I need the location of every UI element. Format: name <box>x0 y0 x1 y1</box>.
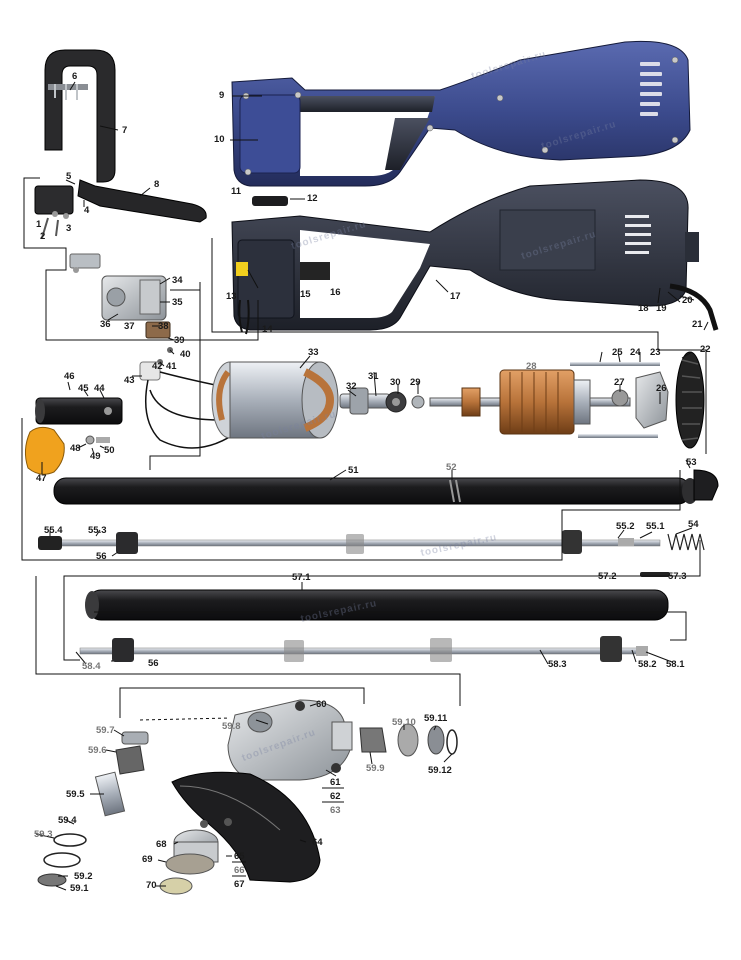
part-label-60: 60 <box>316 699 327 710</box>
part-label-59-2: 59.2 <box>74 871 93 882</box>
part-label-13: 13 <box>226 291 237 302</box>
part-label-45: 45 <box>78 383 89 394</box>
part-label-57-1: 57.1 <box>292 572 311 583</box>
part-label-3: 3 <box>66 223 72 234</box>
part-label-21: 21 <box>692 319 703 330</box>
part-label-23: 23 <box>650 347 661 358</box>
part-label-22: 22 <box>700 344 711 355</box>
part-label-24: 24 <box>630 347 641 358</box>
part-label-42: 42 <box>152 361 163 372</box>
part-label-55-4: 55.4 <box>44 525 63 536</box>
part-label-59-3: 59.3 <box>34 829 53 840</box>
part-label-19: 19 <box>656 303 667 314</box>
part-label-70: 70 <box>146 880 157 891</box>
part-label-68: 68 <box>156 839 167 850</box>
part-label-59-1: 59.1 <box>70 883 89 894</box>
part-label-59-6: 59.6 <box>88 745 107 756</box>
part-label-65: 65 <box>234 851 245 862</box>
part-label-8: 8 <box>154 179 160 190</box>
part-label-37: 37 <box>124 321 135 332</box>
part-label-57-3: 57.3 <box>668 571 687 582</box>
part-label-6: 6 <box>72 71 78 82</box>
part-label-28: 28 <box>526 361 537 372</box>
part-label-58-3: 58.3 <box>548 659 567 670</box>
part-label-36: 36 <box>100 319 111 330</box>
part-label-59-5: 59.5 <box>66 789 85 800</box>
part-label-67: 67 <box>234 879 245 890</box>
part-label-52: 52 <box>446 462 457 473</box>
part-label-1: 1 <box>36 219 42 230</box>
part-label-16: 16 <box>330 287 341 298</box>
part-label-34: 34 <box>172 275 183 286</box>
part-label-9: 9 <box>219 90 225 101</box>
part-label-41: 41 <box>166 361 177 372</box>
part-label-33: 33 <box>308 347 319 358</box>
leader-lines <box>21 81 709 891</box>
part-label-20: 20 <box>682 295 693 306</box>
part-label-26: 26 <box>656 383 667 394</box>
part-label-44: 44 <box>94 383 105 394</box>
part-label-46: 46 <box>64 371 75 382</box>
part-label-50: 50 <box>104 445 115 456</box>
part-label-47: 47 <box>36 473 47 484</box>
part-label-59-4: 59.4 <box>58 815 77 826</box>
part-label-39: 39 <box>174 335 185 346</box>
part-label-55-3: 55.3 <box>88 525 107 536</box>
part-label-59-10: 59.10 <box>392 717 416 728</box>
part-label-11: 11 <box>231 186 242 197</box>
part-label-59-9: 59.9 <box>366 763 385 774</box>
part-label-35: 35 <box>172 297 183 308</box>
part-label-57-2: 57.2 <box>598 571 617 582</box>
part-label-56-upper: 56 <box>96 551 107 562</box>
part-label-58-4: 58.4 <box>82 661 101 672</box>
part-label-56-lower: 56 <box>148 658 159 669</box>
part-label-59-7: 59.7 <box>96 725 115 736</box>
part-label-62: 62 <box>330 791 341 802</box>
part-label-5: 5 <box>66 171 72 182</box>
part-label-14: 14 <box>262 324 273 335</box>
part-label-66: 66 <box>234 865 245 876</box>
part-label-55-2: 55.2 <box>616 521 635 532</box>
part-label-58-2: 58.2 <box>638 659 657 670</box>
part-label-2: 2 <box>40 231 46 242</box>
part-label-43: 43 <box>124 375 135 386</box>
part-label-4: 4 <box>84 205 90 216</box>
part-label-17: 17 <box>450 291 461 302</box>
part-label-48: 48 <box>70 443 81 454</box>
part-label-12: 12 <box>307 193 318 204</box>
part-label-55-1: 55.1 <box>646 521 665 532</box>
part-label-59-12: 59.12 <box>428 765 452 776</box>
part-label-7: 7 <box>122 125 128 136</box>
part-label-40: 40 <box>180 349 191 360</box>
part-label-58-1: 58.1 <box>666 659 685 670</box>
part-label-27: 27 <box>614 377 625 388</box>
part-label-10: 10 <box>214 134 225 145</box>
part-label-64: 64 <box>312 837 323 848</box>
part-label-63: 63 <box>330 805 341 816</box>
part-label-38: 38 <box>158 321 169 332</box>
part-label-69: 69 <box>142 854 153 865</box>
part-label-54: 54 <box>688 519 699 530</box>
part-label-49: 49 <box>90 451 101 462</box>
part-label-31: 31 <box>368 371 379 382</box>
part-label-59-11: 59.11 <box>424 713 448 724</box>
part-label-53: 53 <box>686 457 697 468</box>
part-label-51: 51 <box>348 465 359 476</box>
part-label-15: 15 <box>300 289 311 300</box>
part-label-61: 61 <box>330 777 341 788</box>
part-label-59-8: 59.8 <box>222 721 241 732</box>
part-label-18: 18 <box>638 303 649 314</box>
part-label-25: 25 <box>612 347 623 358</box>
part-label-32: 32 <box>346 381 357 392</box>
part-label-30: 30 <box>390 377 401 388</box>
part-label-29: 29 <box>410 377 421 388</box>
